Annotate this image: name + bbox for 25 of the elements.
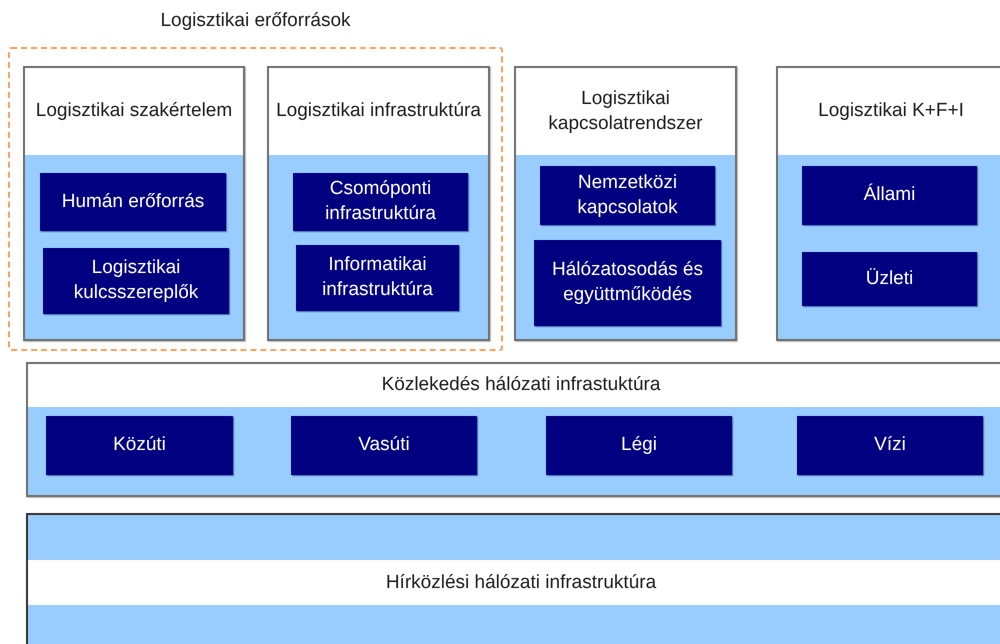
item-box: Logisztikai kulcsszereplők — [43, 248, 229, 314]
item-box: Vasúti — [291, 416, 477, 475]
panel-heading: Közlekedés hálózati infrastuktúra — [380, 373, 662, 398]
panel-heading: Logisztikai szakértelem — [34, 99, 234, 124]
item-box: Közúti — [46, 416, 233, 475]
layer-panel — [26, 513, 1000, 644]
category-panel — [267, 66, 490, 341]
item-box: Csomóponti infrastruktúra — [293, 173, 468, 231]
item-box: Vízi — [797, 416, 983, 475]
layer-panel — [26, 362, 1000, 497]
item-box: Hálózatosodás és együttműködés — [534, 240, 721, 326]
item-box: Üzleti — [802, 252, 977, 306]
item-box: Állami — [802, 166, 977, 225]
panel-heading: Logisztikai kapcsolatrendszer — [547, 86, 704, 136]
item-box: Humán erőforrás — [40, 173, 226, 231]
panel-heading: Logisztikai K+F+I — [817, 99, 965, 124]
category-panel — [776, 66, 1000, 341]
category-panel — [514, 66, 737, 341]
group-title: Logisztikai erőforrások — [159, 10, 352, 32]
panel-heading: Logisztikai infrastruktúra — [275, 99, 482, 124]
category-panel — [23, 66, 245, 341]
item-box: Informatikai infrastruktúra — [296, 245, 459, 311]
item-box: Légi — [546, 416, 732, 475]
panel-heading: Hírközlési hálózati infrastruktúra — [384, 570, 658, 594]
item-box: Nemzetközi kapcsolatok — [540, 166, 715, 225]
